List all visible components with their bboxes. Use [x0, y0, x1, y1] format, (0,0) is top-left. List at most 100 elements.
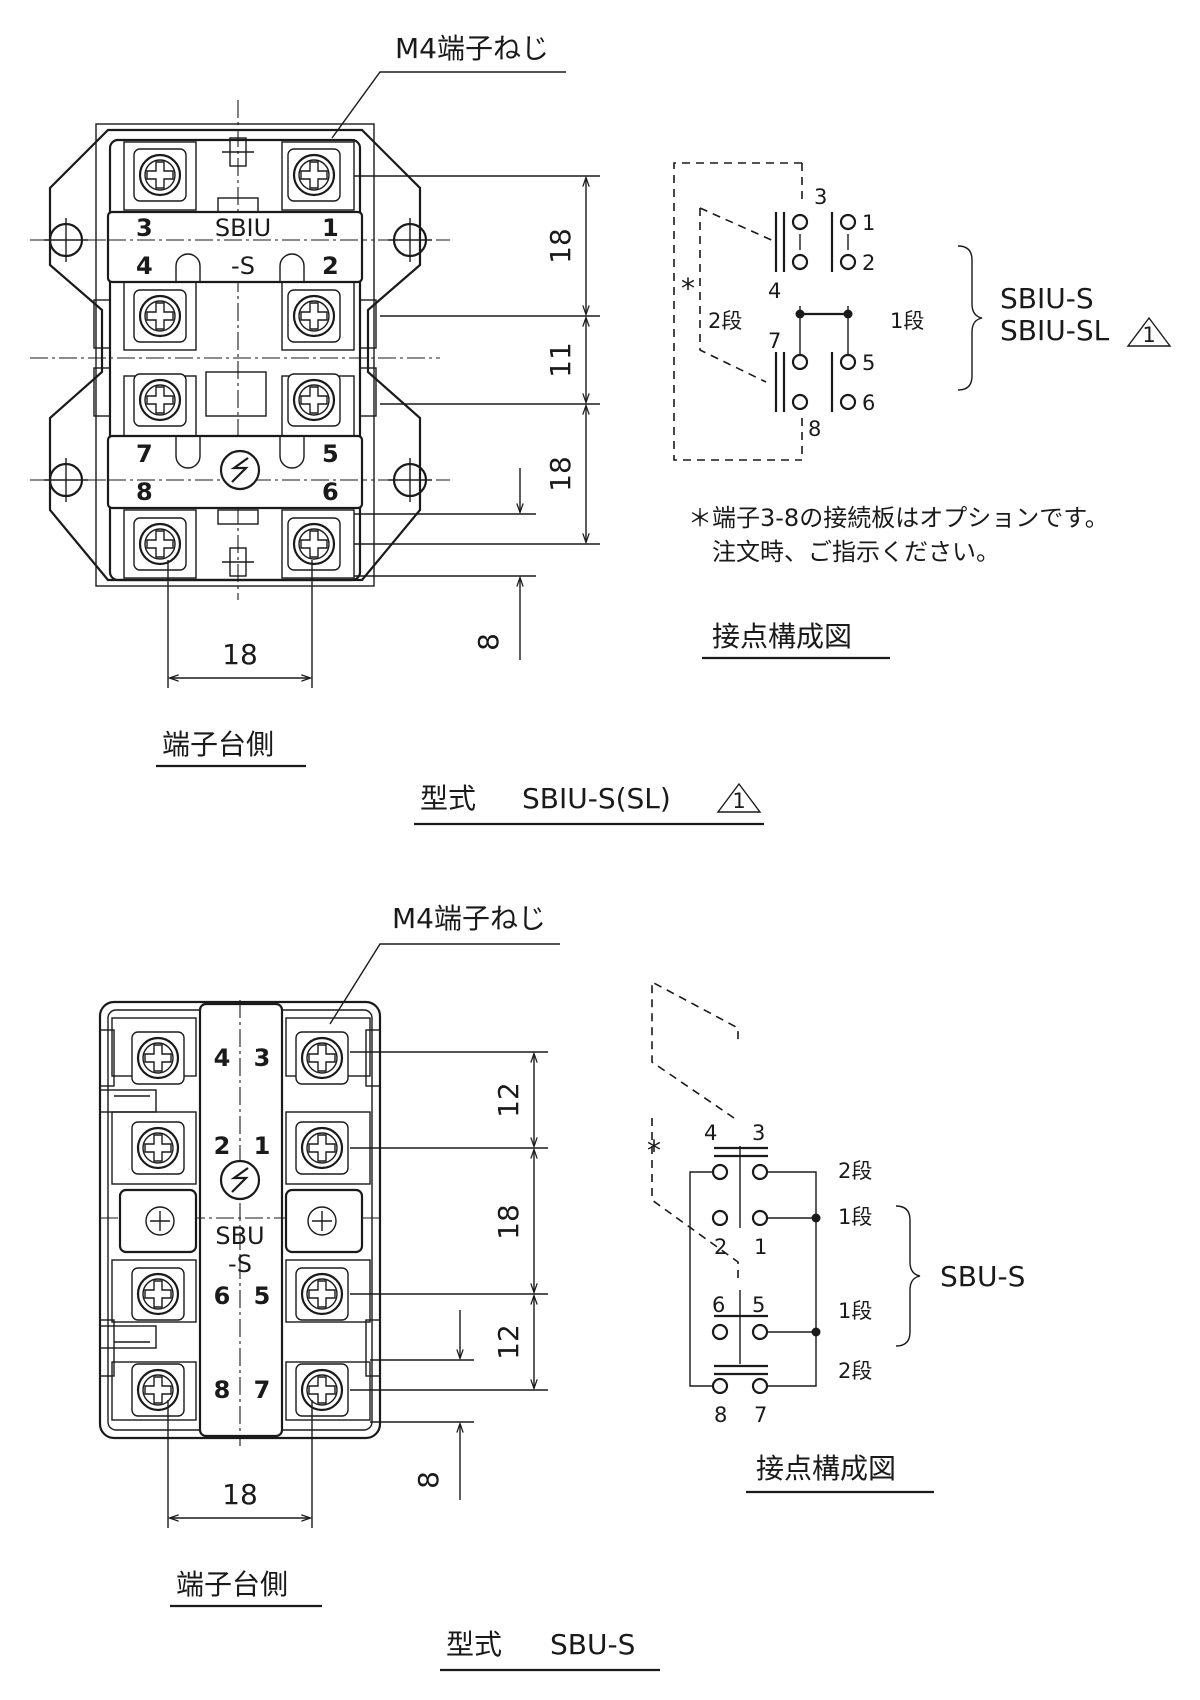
contact-diagram: * 3 1 4 2 7 — [673, 162, 1172, 461]
body-model-text: -S — [231, 252, 255, 280]
terminal-screw-icon — [286, 147, 342, 203]
screw-note: M4端子ねじ — [395, 32, 549, 65]
contact-diagram: * 4 3 2 — [647, 980, 1025, 1427]
model-name: SBU-S — [550, 1628, 635, 1661]
option-mark: * — [647, 1134, 661, 1167]
dimension-value: 18 — [544, 228, 577, 264]
terminal-screw-icon — [132, 288, 188, 344]
body-model-text: SBU — [215, 1222, 264, 1250]
option-mark: * — [681, 272, 695, 305]
dimension-value: 8 — [412, 1471, 445, 1489]
maker-logo-icon — [219, 449, 261, 491]
terminal-number: 1 — [322, 214, 339, 242]
terminal-number: 8 — [214, 1376, 231, 1404]
mounting-hole-icon — [388, 218, 432, 262]
terminal-number: 4 — [704, 1121, 717, 1145]
stage-label: 2段 — [838, 1359, 872, 1383]
bottom-section: 4 3 2 1 SBU -S 6 5 8 7 M4端子ねじ 12 18 12 8 — [98, 902, 1025, 1672]
terminal-number: 5 — [862, 351, 875, 375]
terminal-number: 5 — [322, 440, 339, 468]
dimension-value: 11 — [544, 342, 577, 378]
terminal-screw-icon — [132, 147, 188, 203]
applicable-model: SBIU-SL — [1000, 314, 1110, 347]
terminal-number: 1 — [754, 1235, 767, 1259]
terminal-number: 3 — [752, 1121, 765, 1145]
model-label: 型式 — [446, 1628, 502, 1661]
terminal-screw-icon — [132, 516, 188, 572]
mounting-hole-icon — [388, 458, 432, 502]
terminal-screw-icon — [286, 516, 342, 572]
terminal-number: 7 — [254, 1376, 271, 1404]
terminal-screw-icon — [286, 372, 342, 428]
svg-text:1: 1 — [732, 789, 745, 813]
terminal-number: 6 — [322, 478, 339, 506]
option-note: ＊端子3-8の接続板はオプションです。 — [688, 504, 1109, 532]
dimension-value: 18 — [222, 1478, 258, 1511]
terminal-number: 2 — [714, 1235, 727, 1259]
revision-mark-icon: 1 — [1126, 316, 1172, 347]
view-label: 端子台側 — [162, 728, 274, 761]
terminal-screw-icon — [286, 288, 342, 344]
dimension-value: 18 — [544, 456, 577, 492]
terminal-number: 8 — [136, 478, 153, 506]
terminal-screw-icon — [294, 1120, 350, 1176]
revision-mark-icon: 1 — [716, 782, 762, 813]
terminal-screw-icon — [130, 1120, 186, 1176]
stage-label: 1段 — [838, 1299, 872, 1323]
terminal-number: 2 — [322, 252, 339, 280]
terminal-screw-icon — [130, 1362, 186, 1418]
screw-note: M4端子ねじ — [392, 902, 546, 935]
stage-label: 1段 — [890, 309, 924, 333]
terminal-screw-icon — [132, 372, 188, 428]
stage-label: 2段 — [708, 309, 742, 333]
terminal-number: 4 — [214, 1044, 231, 1072]
terminal-number: 7 — [136, 440, 153, 468]
terminal-number: 5 — [752, 1293, 765, 1317]
terminal-number: 1 — [862, 211, 875, 235]
dimension-value: 12 — [492, 1082, 525, 1118]
terminal-number: 4 — [768, 279, 781, 303]
stage-label: 2段 — [838, 1159, 872, 1183]
terminal-number: 7 — [754, 1403, 767, 1427]
dimension-value: 12 — [492, 1324, 525, 1360]
terminal-screw-icon — [130, 1030, 186, 1086]
terminal-number: 2 — [862, 251, 875, 275]
stage-label: 1段 — [838, 1205, 872, 1229]
terminal-number: 5 — [254, 1282, 271, 1310]
terminal-number: 8 — [808, 417, 821, 441]
applicable-model: SBIU-S — [1000, 282, 1094, 315]
terminal-screw-icon — [294, 1362, 350, 1418]
terminal-screw-icon — [294, 1030, 350, 1086]
terminal-number: 8 — [714, 1403, 727, 1427]
model-name: SBIU-S(SL) — [522, 782, 671, 815]
terminal-number: 6 — [214, 1282, 231, 1310]
terminal-screw-icon — [130, 1266, 186, 1322]
top-section: SBIU -S 3 1 4 2 7 5 8 6 M4端子ねじ 18 11 18 … — [30, 32, 1172, 826]
option-note: 注文時、ご指示ください。 — [712, 538, 1000, 566]
view-label: 端子台側 — [176, 1568, 288, 1601]
terminal-screw-icon — [294, 1266, 350, 1322]
dimension-value: 18 — [222, 638, 258, 671]
terminal-number: 6 — [862, 391, 875, 415]
diagram-title: 接点構成図 — [756, 1452, 896, 1485]
terminal-number: 1 — [254, 1132, 271, 1160]
terminal-number: 2 — [214, 1132, 231, 1160]
body-model-text: -S — [228, 1250, 252, 1278]
diagram-title: 接点構成図 — [712, 620, 852, 653]
applicable-model: SBU-S — [940, 1260, 1025, 1293]
body-model-text: SBIU — [215, 214, 271, 242]
mounting-hole-icon — [44, 218, 88, 262]
terminal-number: 3 — [254, 1044, 271, 1072]
terminal-number: 6 — [712, 1293, 725, 1317]
dimension-value: 8 — [472, 633, 505, 651]
terminal-number: 3 — [136, 214, 153, 242]
terminal-number: 7 — [768, 329, 781, 353]
dimension-value: 18 — [492, 1204, 525, 1240]
mounting-hole-icon — [44, 458, 88, 502]
model-label: 型式 — [420, 782, 476, 815]
terminal-number: 3 — [814, 185, 827, 209]
maker-logo-icon — [219, 1159, 261, 1201]
svg-text:1: 1 — [1142, 323, 1155, 347]
terminal-number: 4 — [136, 252, 153, 280]
